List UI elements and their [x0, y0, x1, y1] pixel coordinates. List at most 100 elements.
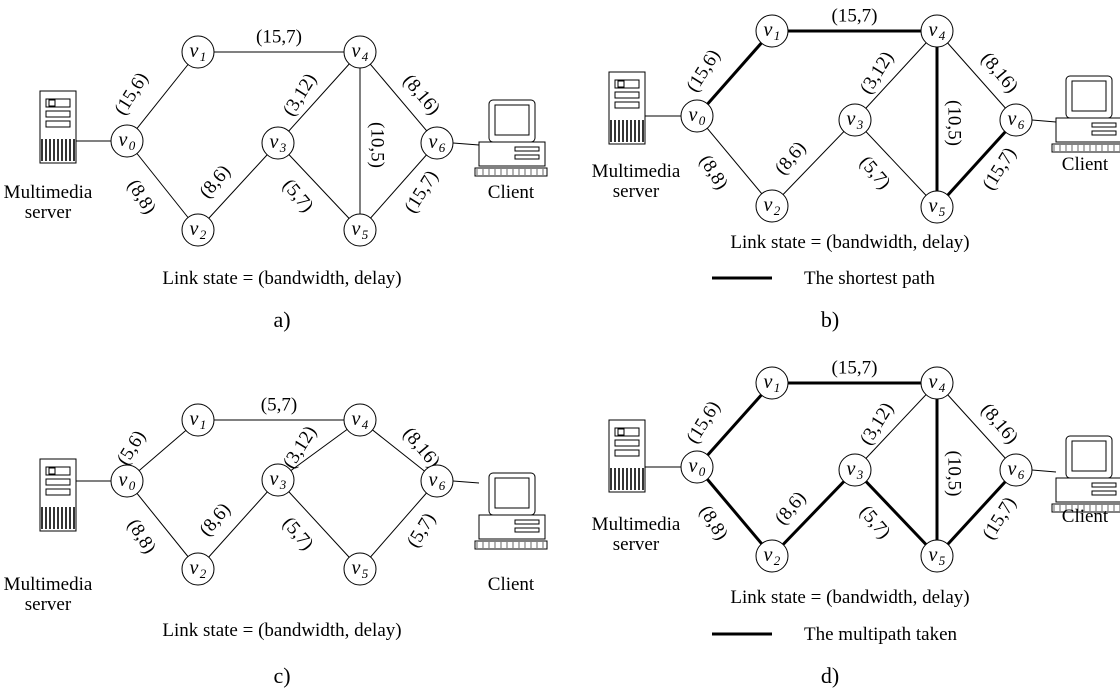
edge-label-v3-v5: (5,7) [278, 513, 317, 554]
panel-d: (15,6)(8,8)(15,7)(8,6)(3,12)(5,7)(10,5)(… [592, 357, 1120, 688]
server-icon [39, 458, 77, 532]
node-subscript: 6 [439, 140, 446, 155]
node-subscript: 1 [774, 380, 781, 395]
edge-v0-v1 [126, 51, 199, 142]
edge-label-v4-v6: (8,16) [977, 48, 1023, 97]
panel-c: (5,6)(8,8)(5,7)(8,6)(3,12)(5,7)(8,16)(5,… [4, 394, 548, 688]
edge-label-v4-v6: (8,16) [399, 70, 445, 119]
edge-v4-v6 [359, 51, 438, 144]
link-state-caption: Link state = (bandwidth, delay) [730, 232, 969, 253]
legend-label: The multipath taken [804, 624, 958, 645]
edge-label-v0-v1: (15,6) [682, 397, 724, 447]
edge-label-v5-v6: (15,7) [400, 167, 442, 217]
node-label: v [352, 218, 361, 240]
node-label: v [847, 108, 856, 130]
node-label: v [270, 468, 279, 490]
node-subscript: 6 [1018, 117, 1025, 132]
edge-v2-v3 [197, 142, 279, 231]
node-subscript: 3 [856, 467, 864, 482]
node-subscript: 1 [200, 417, 207, 432]
node-subscript: 3 [279, 140, 287, 155]
server-label-line2: server [613, 534, 660, 555]
edge-v3-v5 [277, 479, 361, 570]
node-subscript: 0 [129, 138, 136, 153]
edge-label-v0-v2: (8,8) [695, 151, 732, 193]
legend-label: The shortest path [804, 268, 935, 289]
node-label: v [764, 19, 773, 41]
edge-v0-v2 [695, 466, 774, 557]
link-state-caption: Link state = (bandwidth, delay) [162, 620, 401, 641]
edge-v0-v1 [695, 30, 774, 117]
edge-v3-v4 [854, 30, 938, 121]
computer-icon [1051, 75, 1120, 153]
node-label: v [929, 19, 938, 41]
edge-v2-v3 [770, 468, 857, 558]
node-label: v [689, 455, 698, 477]
edge-v3-v5 [854, 119, 938, 208]
edge-v0-v2 [126, 140, 199, 231]
server-label: Multimedia [4, 574, 93, 595]
node-label: v [929, 544, 938, 566]
edge-label-v4-v6: (8,16) [977, 399, 1023, 448]
server-icon [39, 90, 77, 164]
node-subscript: 4 [939, 28, 946, 43]
panel-letter: a) [273, 307, 290, 332]
panel-b: (15,6)(8,8)(15,7)(8,6)(3,12)(5,7)(10,5)(… [592, 5, 1120, 332]
node-subscript: 5 [939, 553, 946, 568]
node-subscript: 2 [774, 203, 781, 218]
server-label: Multimedia [592, 161, 681, 182]
node-subscript: 1 [774, 28, 781, 43]
edge-v2-v3 [197, 479, 279, 570]
client-link [1031, 119, 1057, 123]
edge-v3-v4 [277, 419, 361, 481]
edge-label-v1-v4: (15,7) [832, 357, 878, 378]
edge-v3-v4 [854, 382, 938, 471]
link-state-caption: Link state = (bandwidth, delay) [730, 587, 969, 608]
node-label: v [190, 557, 199, 579]
edge-label-v0-v1: (15,6) [110, 69, 152, 119]
node-subscript: 5 [939, 204, 946, 219]
node-label: v [764, 544, 773, 566]
edge-label-v5-v6: (15,7) [978, 493, 1020, 543]
computer-icon [474, 472, 548, 550]
edge-label-v3-v5: (5,7) [855, 502, 894, 543]
edge-label-v1-v4: (15,7) [832, 5, 878, 26]
edge-v0-v2 [126, 480, 199, 570]
edge-label-v3-v5: (5,7) [855, 152, 894, 193]
edge-label-v3-v4: (3,12) [279, 70, 321, 120]
node-subscript: 0 [699, 464, 706, 479]
node-label: v [119, 469, 128, 491]
computer-icon [1051, 435, 1120, 513]
node-label: v [847, 458, 856, 480]
link-state-caption: Link state = (bandwidth, delay) [162, 268, 401, 289]
edge-v0-v1 [695, 382, 774, 468]
server-icon [608, 419, 646, 493]
client-label: Client [1062, 154, 1109, 175]
edge-label-v1-v4: (15,7) [256, 26, 302, 47]
computer-icon [474, 99, 548, 177]
node-label: v [190, 408, 199, 430]
edge-label-v0-v2: (8,8) [123, 176, 160, 218]
panel-letter: d) [821, 663, 839, 688]
node-label: v [764, 371, 773, 393]
edge-v2-v3 [771, 119, 856, 207]
node-subscript: 3 [279, 477, 287, 492]
